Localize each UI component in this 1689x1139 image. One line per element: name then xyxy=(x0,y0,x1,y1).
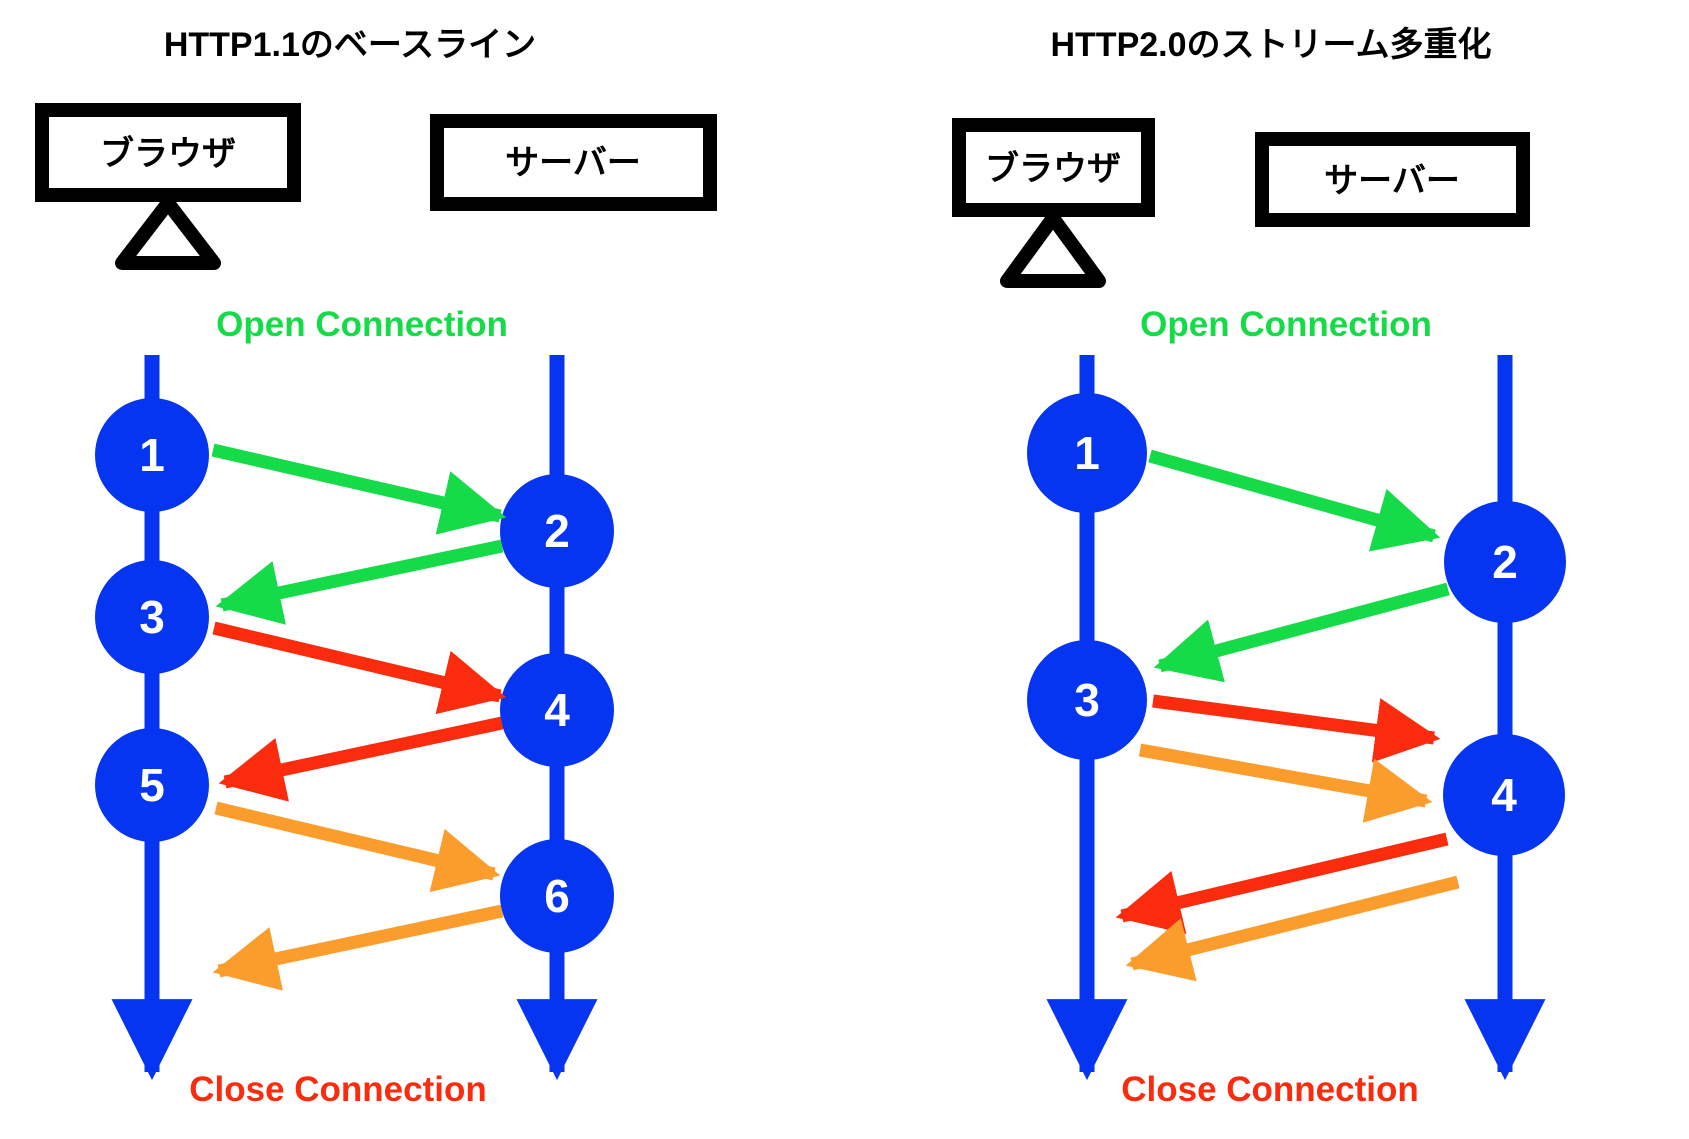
panel-title: HTTP2.0のストリーム多重化 xyxy=(1050,26,1491,64)
response-arrow-2-3 xyxy=(215,539,504,625)
close-connection-label: Close Connection xyxy=(189,1070,487,1109)
panel-title: HTTP1.1のベースライン xyxy=(164,26,536,64)
response-arrow-2-3 xyxy=(1153,582,1450,683)
timeline-node-label: 1 xyxy=(139,429,165,481)
response-arrow-4-browser-red xyxy=(1115,832,1449,935)
browser-box-label: ブラウザ xyxy=(100,134,236,173)
request-arrow-3-4 xyxy=(212,621,507,715)
timeline-node xyxy=(1027,393,1147,513)
timeline-node-label: 3 xyxy=(1074,674,1100,726)
timeline-node-label: 6 xyxy=(544,870,570,922)
response-arrow-6-browser xyxy=(212,904,504,991)
timeline-node xyxy=(1443,734,1565,856)
request-arrow-1-2 xyxy=(1148,449,1441,552)
open-connection-label: Open Connection xyxy=(216,305,508,344)
timeline-node xyxy=(1027,640,1147,760)
timeline-node xyxy=(1444,501,1566,623)
browser-box xyxy=(35,103,301,202)
timeline-node xyxy=(500,839,614,953)
request-arrow-1-2 xyxy=(211,443,507,535)
server-box-label: サーバー xyxy=(1324,162,1460,200)
request-arrow-5-6 xyxy=(214,801,501,893)
timeline-node-label: 4 xyxy=(1491,769,1517,821)
monitor-stand-icon xyxy=(115,196,221,270)
timeline-node xyxy=(95,728,209,842)
request-arrow-3-4-orange xyxy=(1138,743,1433,823)
request-arrow-3-4-red xyxy=(1152,694,1441,763)
open-connection-label: Open Connection xyxy=(1140,305,1432,344)
timeline-node-label: 2 xyxy=(544,505,570,557)
timeline-node xyxy=(500,653,614,767)
close-connection-label: Close Connection xyxy=(1121,1070,1419,1109)
panel-http20: HTTP2.0のストリーム多重化 ブラウザ サーバー Open Connecti… xyxy=(952,26,1566,1109)
timeline-node xyxy=(500,474,614,588)
response-arrow-4-5 xyxy=(218,716,504,802)
timeline-node xyxy=(95,398,209,512)
timeline-node xyxy=(95,560,209,674)
server-box-label: サーバー xyxy=(505,144,641,182)
panel-http11: HTTP1.1のベースライン ブラウザ サーバー Open Connection… xyxy=(35,26,717,1109)
timeline-node-label: 3 xyxy=(139,591,165,643)
timeline-node-label: 1 xyxy=(1074,427,1100,479)
server-box xyxy=(430,114,717,211)
response-arrow-4-browser-orange xyxy=(1125,875,1460,982)
browser-box xyxy=(952,118,1155,217)
timeline-node-label: 2 xyxy=(1492,536,1518,588)
monitor-stand-icon xyxy=(1000,211,1106,288)
timeline-node-label: 5 xyxy=(139,759,165,811)
timeline-node-label: 4 xyxy=(544,684,570,736)
server-box xyxy=(1255,132,1530,227)
browser-box-label: ブラウザ xyxy=(985,149,1121,188)
